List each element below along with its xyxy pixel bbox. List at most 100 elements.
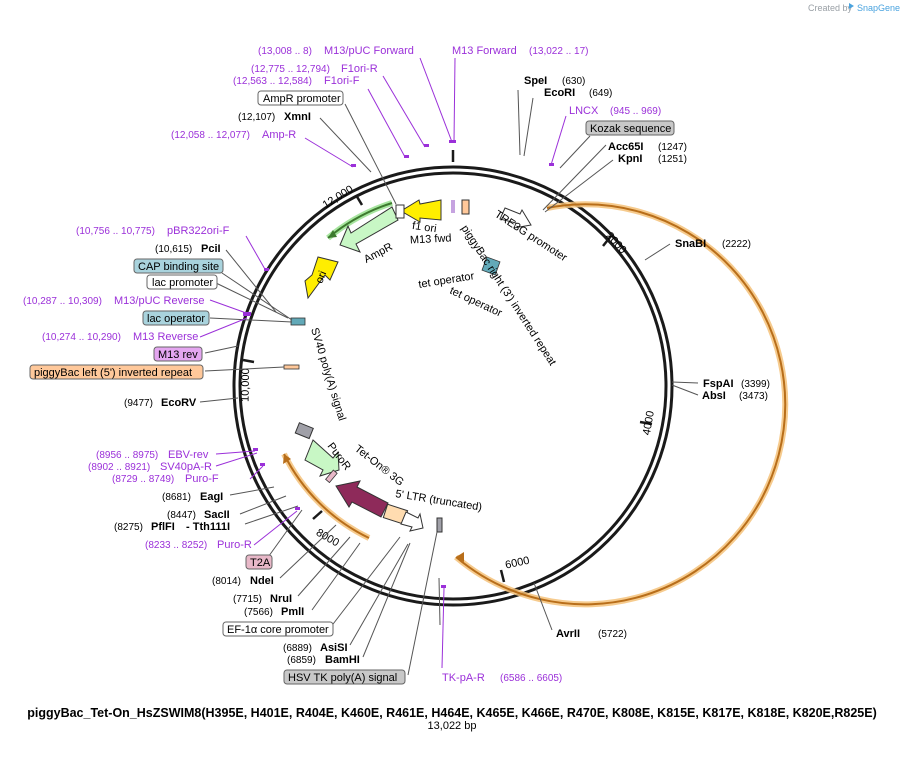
site-pos-absi: (3473) [739,391,768,402]
primer-pbr322ori-f[interactable]: pBR322ori-F [167,225,230,237]
feature-lac-markers [290,317,306,326]
leader-lines [199,89,699,676]
site-absi[interactable]: AbsI [702,390,726,402]
site-ndei[interactable]: NdeI [250,575,274,587]
label-ampr: AmpR [362,241,395,266]
site-ecorv[interactable]: EcoRV [161,397,197,409]
primer-pos-ebv-rev: (8956 .. 8975) [96,450,158,461]
primer-m13puc-reverse[interactable]: M13/pUC Reverse [114,295,204,307]
primer-f1ori-r[interactable]: F1ori-R [341,63,378,75]
primer-marks [243,140,554,588]
site-pos-pcii: (10,615) [155,244,192,255]
site-pos-ndei: (8014) [212,576,241,587]
box-cap-binding-site[interactable]: CAP binding site [133,258,224,274]
site-pflfi[interactable]: PflFI [151,521,175,533]
primer-puro-r[interactable]: Puro-R [217,539,252,551]
box-label-cap: CAP binding site [138,261,219,273]
label-teton: Tet-On® 3G [352,443,406,489]
feature-f1ori-arrow [400,199,442,223]
site-bamhi[interactable]: BamHI [325,654,360,666]
box-m13-rev[interactable]: M13 rev [153,346,203,362]
feature-puror-arrow [304,439,340,477]
orf-arc-ampr [326,200,393,241]
site-avrii[interactable]: AvrII [556,628,580,640]
box-label-piggybac-left: piggyBac left (5') inverted repeat [34,367,192,379]
primer-pos-m13-forward: (13,022 .. 17) [529,46,588,57]
box-label-kozak: Kozak sequence [590,123,671,135]
site-ecori[interactable]: EcoRI [544,87,575,99]
site-xmni[interactable]: XmnI [284,111,311,123]
primer-pos-m13puc-reverse: (10,287 .. 10,309) [23,296,102,307]
label-ori: ori [314,269,330,285]
primer-pos-lncx: (945 .. 969) [610,106,661,117]
primer-puro-f[interactable]: Puro-F [185,473,219,485]
box-ampr-promoter[interactable]: AmpR promoter [257,90,344,106]
primer-pos-amp-r: (12,058 .. 12,077) [171,130,250,141]
box-label-lac-operator: lac operator [147,313,205,325]
box-lac-promoter[interactable]: lac promoter [146,274,218,290]
plasmid-length: 13,022 bp [428,720,477,732]
site-nrui[interactable]: NruI [270,593,292,605]
feature-teton-arrow [335,480,389,518]
feature-ef1a-arrow [400,511,424,532]
primer-amp-r[interactable]: Amp-R [262,129,296,141]
box-t2a[interactable]: T2A [245,554,273,570]
site-pcii[interactable]: PciI [201,243,221,255]
site-tth111i[interactable]: - Tth111I [186,521,230,533]
feature-m13fwd-mark [451,200,455,213]
feature-ampr-arrow [339,206,399,253]
site-kpni[interactable]: KpnI [618,153,642,165]
primer-lines [199,57,567,669]
credit-text: Created by [808,3,853,13]
site-pos-nrui: (7715) [233,594,262,605]
label-tet-operator-1: tet operator [418,270,476,291]
feature-hsvtk-box [436,517,443,533]
orf-arc-puro [281,452,371,541]
site-eagi[interactable]: EagI [200,491,223,503]
site-fspai[interactable]: FspAI [703,378,734,390]
primer-ebv-rev[interactable]: EBV-rev [168,449,209,461]
primer-m13puc-forward[interactable]: M13/pUC Forward [324,45,414,57]
plasmid-title: piggyBac_Tet-On_HsZSWIM8(H395E, H401E, R… [27,706,877,720]
feature-ampr-promoter-box [395,204,405,219]
box-hsv-tk-polya[interactable]: HSV TK poly(A) signal [283,669,406,685]
site-pos-pflfi: (8275) [114,522,143,533]
box-piggybac-left[interactable]: piggyBac left (5') inverted repeat [29,364,204,380]
site-pos-acc65i: (1247) [658,142,687,153]
site-pos-bamhi: (6859) [287,655,316,666]
primer-f1ori-f[interactable]: F1ori-F [324,75,360,87]
primer-pos-puro-r: (8233 .. 8252) [145,540,207,551]
tick-label-10000: 10,000 [239,368,252,402]
site-pmli[interactable]: PmlI [281,606,304,618]
primer-tk-pa-r[interactable]: TK-pA-R [442,672,485,684]
primer-pos-pbr322ori-f: (10,756 .. 10,775) [76,226,155,237]
primer-pos-m13-reverse: (10,274 .. 10,290) [42,332,121,343]
primer-sv40pa-r[interactable]: SV40pA-R [160,461,212,473]
site-pos-ecori: (649) [589,88,612,99]
orf-arc-hszswim8 [454,201,789,608]
box-kozak-sequence[interactable]: Kozak sequence [585,120,675,136]
primer-m13-reverse[interactable]: M13 Reverse [133,331,198,343]
site-pos-snabi: (2222) [722,239,751,250]
label-m13-fwd: M13 fwd [410,232,452,246]
primer-m13-forward[interactable]: M13 Forward [452,45,517,57]
tick-label-4000: 4000 [641,410,657,436]
site-sacii[interactable]: SacII [204,509,230,521]
site-pos-eagi: (8681) [162,492,191,503]
box-label-m13-rev: M13 rev [158,349,198,361]
box-ef1a-core-promoter[interactable]: EF-1α core promoter [222,621,334,637]
feature-piggybac-right-box [461,199,470,215]
site-acc65i[interactable]: Acc65I [608,141,643,153]
site-pos-pmli: (7566) [244,607,273,618]
primer-lncx[interactable]: LNCX [569,105,599,117]
box-label-lac-promoter: lac promoter [152,277,213,289]
feature-t2a-box [325,469,338,484]
site-snabi[interactable]: SnaBI [675,238,706,250]
feature-tet-operator-box [481,256,501,276]
box-lac-operator[interactable]: lac operator [142,310,210,326]
site-asisi[interactable]: AsiSI [320,642,348,654]
primer-pos-sv40pa-r: (8902 .. 8921) [88,462,150,473]
site-spei[interactable]: SpeI [524,75,547,87]
feature-piggybac-left-box [283,364,300,370]
